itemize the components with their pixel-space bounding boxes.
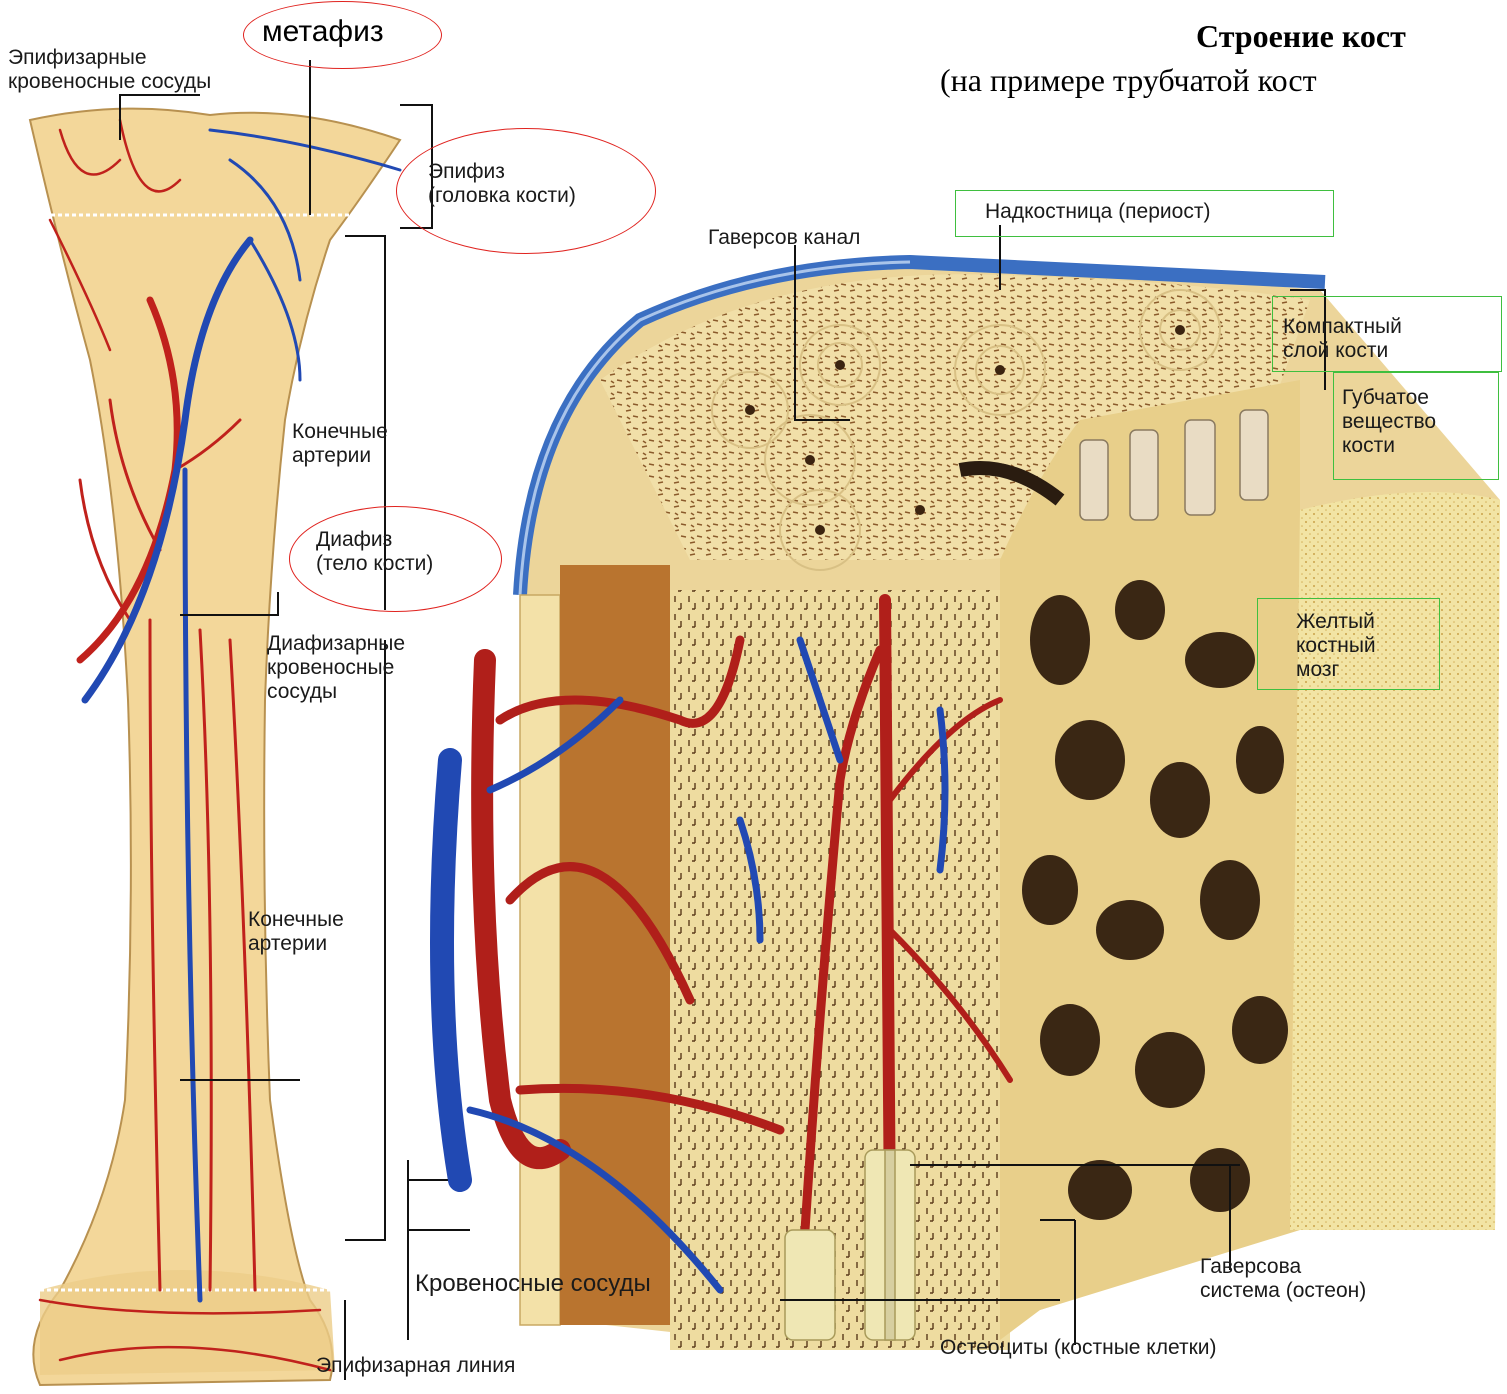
long-bone-illustration xyxy=(30,109,400,1385)
metaphysis-label: метафиз xyxy=(262,15,384,49)
periosteum-label: Надкостница (периост) xyxy=(985,200,1210,224)
epiphysis-label: Эпифиз(головка кости) xyxy=(428,160,576,208)
title-line-1: Строение кост xyxy=(1196,18,1406,55)
epiphyseal-line-label: Эпифизарная линия xyxy=(316,1354,515,1378)
haversian-canal-label: Гаверсов канал xyxy=(708,226,860,250)
diaphysis-label: Диафиз(тело кости) xyxy=(316,528,433,576)
title-line-2: (на примере трубчатой кост xyxy=(940,62,1317,99)
blood-vessels-label: Кровеносные сосуды xyxy=(415,1272,651,1296)
osteocytes-label: Остеоциты (костные клетки) xyxy=(940,1336,1217,1360)
